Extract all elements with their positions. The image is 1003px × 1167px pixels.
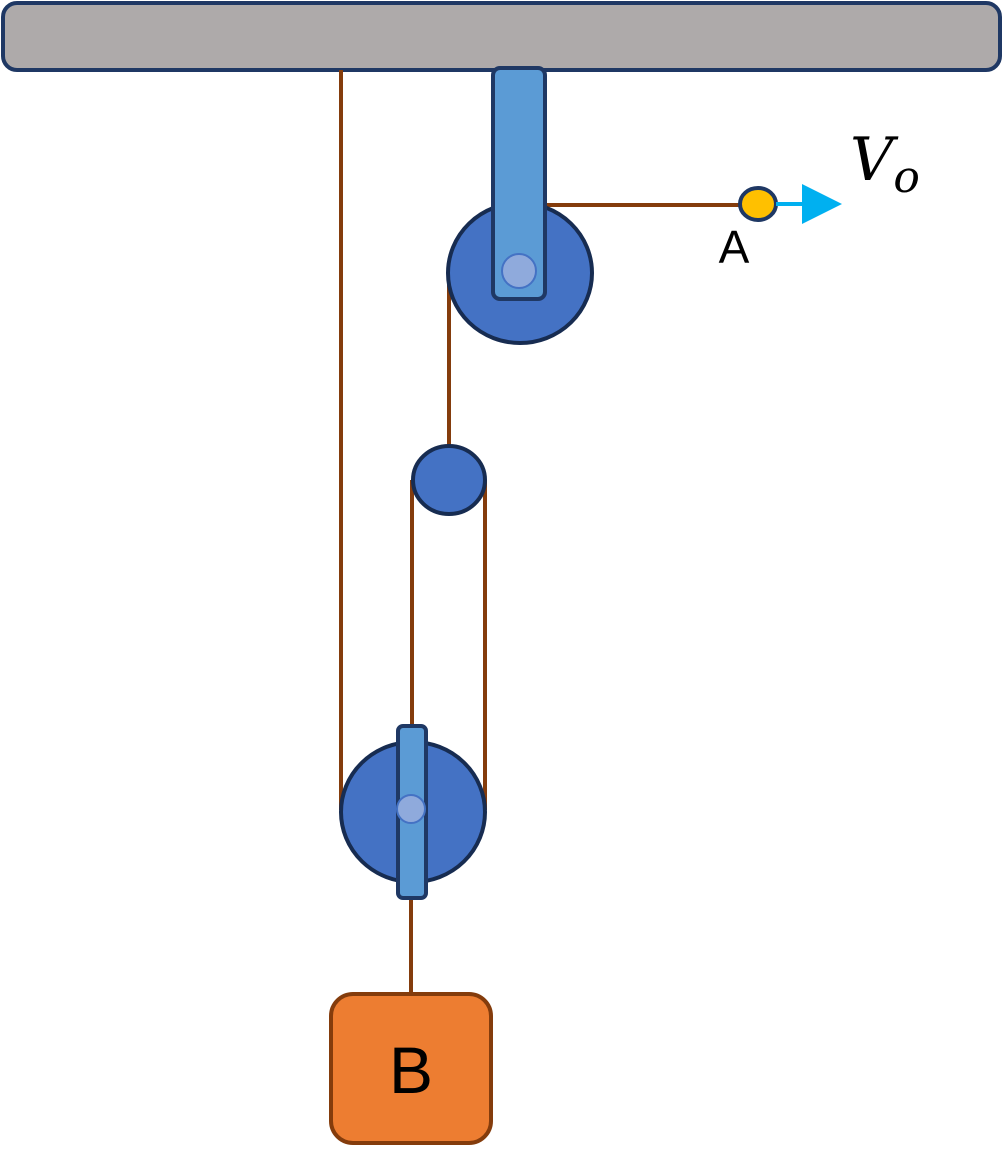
velocity-label: Vo	[850, 125, 920, 203]
top-pulley-axle	[501, 253, 537, 289]
block-b-label: B	[389, 1033, 433, 1107]
block-b	[329, 992, 493, 1145]
lower-pulley-axle	[396, 794, 426, 824]
velocity-symbol: V	[850, 125, 899, 195]
velocity-subscript: o	[893, 152, 920, 203]
top-pulley-bracket	[491, 66, 547, 301]
point-a-marker	[738, 186, 778, 222]
ceiling	[1, 1, 1002, 72]
middle-pulley	[411, 444, 487, 516]
point-a-label: A	[719, 221, 750, 273]
